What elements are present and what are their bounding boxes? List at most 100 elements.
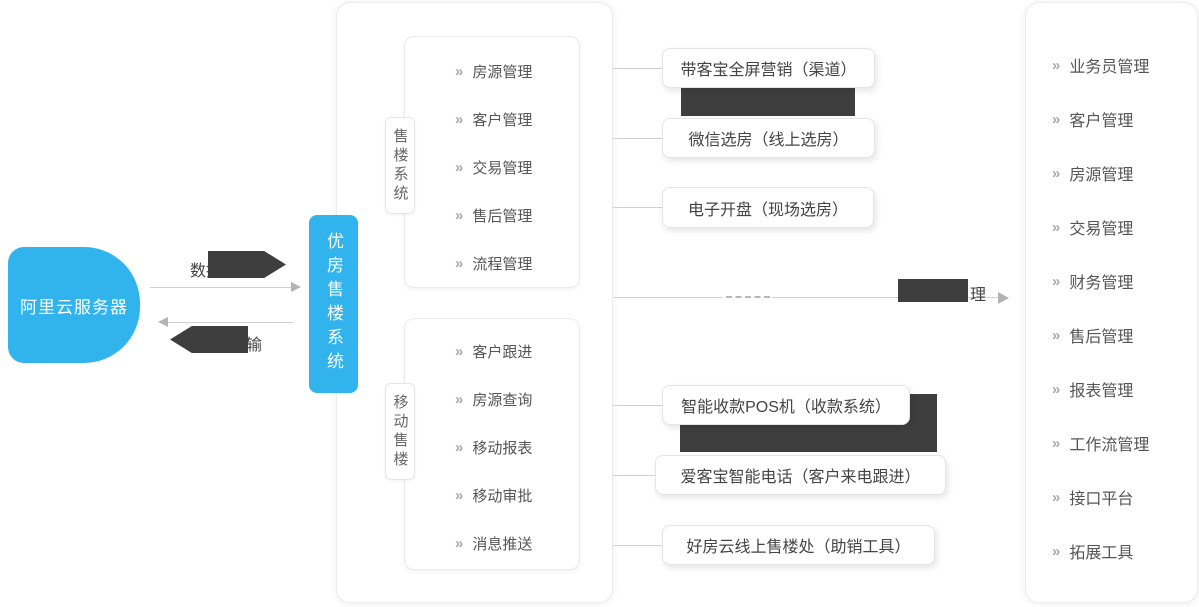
flow-line-dashed xyxy=(726,296,770,298)
chevron-icon: » xyxy=(1052,542,1061,560)
management-item-label: 客户管理 xyxy=(1069,113,1134,130)
feature-item: » 移动报表 xyxy=(455,437,532,458)
management-item: » 接口平台 xyxy=(1052,485,1133,509)
feature-item-label: 售后管理 xyxy=(472,208,533,225)
flow-line xyxy=(772,297,1000,298)
management-item: » 房源管理 xyxy=(1052,161,1133,185)
management-item: » 财务管理 xyxy=(1052,269,1133,293)
feature-item: » 售后管理 xyxy=(455,205,532,226)
feature-item: » 交易管理 xyxy=(455,157,532,178)
feature-item: » 客户跟进 xyxy=(455,341,532,362)
core-system-title: 优房售楼系统 xyxy=(309,215,358,393)
data-transfer-dark-arrow xyxy=(170,326,248,353)
connector-line xyxy=(613,207,662,208)
sales-system-group-label-text: 售楼系统 xyxy=(391,127,409,204)
flow-label: 理 xyxy=(970,287,987,304)
connector-line xyxy=(613,68,662,69)
connector-line xyxy=(613,545,662,546)
mobile-sales-group-label-text: 移动售楼 xyxy=(391,393,409,470)
chevron-icon: » xyxy=(455,535,464,552)
wechat-selection-label: 微信选房（线上选房） xyxy=(688,132,849,149)
flow-arrow-head-icon xyxy=(998,292,1009,304)
chevron-icon: » xyxy=(1052,380,1061,398)
arrow-left-head-icon xyxy=(158,317,168,327)
management-item-label: 工作流管理 xyxy=(1069,437,1150,454)
cloud-server-box: 阿里云服务器 xyxy=(8,247,140,363)
feature-item: » 房源查询 xyxy=(455,389,532,410)
chevron-icon: » xyxy=(455,439,464,456)
feature-item-label: 流程管理 xyxy=(472,256,533,273)
feature-item-label: 交易管理 xyxy=(472,160,533,177)
chevron-icon: » xyxy=(455,487,464,504)
management-panel: » 业务员管理 » 客户管理 » 房源管理 » 交易管理 » 财务管理 » 售后… xyxy=(1025,2,1198,603)
management-item: » 工作流管理 xyxy=(1052,431,1149,455)
chevron-icon: » xyxy=(1052,488,1061,506)
management-item-label: 业务员管理 xyxy=(1069,59,1150,76)
mobile-sales-group-label: 移动售楼 xyxy=(385,383,415,480)
feature-item-label: 移动审批 xyxy=(472,488,533,505)
management-item: » 业务员管理 xyxy=(1052,53,1149,77)
management-item: » 售后管理 xyxy=(1052,323,1133,347)
chevron-icon: » xyxy=(1052,272,1061,290)
management-item-label: 交易管理 xyxy=(1069,221,1134,238)
connector-line xyxy=(613,138,662,139)
feature-item: » 客户管理 xyxy=(455,109,532,130)
chevron-icon: » xyxy=(1052,56,1061,74)
chevron-icon: » xyxy=(455,343,464,360)
feature-item-label: 房源管理 xyxy=(472,64,533,81)
management-item-label: 报表管理 xyxy=(1069,383,1134,400)
sales-system-group: » 房源管理 » 客户管理 » 交易管理 » 售后管理 » 流程管理 xyxy=(404,36,580,288)
dark-bar xyxy=(898,279,968,302)
e-opening-label: 电子开盘（现场选房） xyxy=(687,201,848,219)
management-item: » 客户管理 xyxy=(1052,107,1133,131)
data-transfer-line xyxy=(168,322,293,323)
online-sales-office-label: 好房云线上售楼处（助销工具） xyxy=(686,539,911,556)
core-system-title-text: 优房售楼系统 xyxy=(324,232,343,376)
data-backup-line xyxy=(150,287,292,288)
chevron-icon: » xyxy=(455,207,464,224)
chevron-icon: » xyxy=(455,391,464,408)
chevron-icon: » xyxy=(455,111,464,128)
chevron-icon: » xyxy=(455,63,464,80)
management-item-label: 财务管理 xyxy=(1069,275,1134,292)
feature-item-label: 移动报表 xyxy=(472,440,533,457)
smart-phone-box: 爱客宝智能电话（客户来电跟进） xyxy=(655,455,946,495)
mobile-sales-group: » 客户跟进 » 房源查询 » 移动报表 » 移动审批 » 消息推送 xyxy=(404,318,580,570)
feature-item: » 移动审批 xyxy=(455,485,532,506)
feature-item-label: 客户跟进 xyxy=(472,344,533,361)
chevron-icon: » xyxy=(1052,218,1061,236)
smart-phone-label: 爱客宝智能电话（客户来电跟进） xyxy=(680,469,921,486)
sales-system-group-label: 售楼系统 xyxy=(385,117,415,214)
management-item-label: 房源管理 xyxy=(1069,167,1134,184)
management-item-label: 接口平台 xyxy=(1069,491,1134,508)
data-backup-dark-arrow xyxy=(208,251,286,278)
management-item: » 交易管理 xyxy=(1052,215,1133,239)
flow-line xyxy=(614,297,722,298)
cloud-server-label: 阿里云服务器 xyxy=(20,297,128,317)
chevron-icon: » xyxy=(1052,110,1061,128)
online-sales-office-box: 好房云线上售楼处（助销工具） xyxy=(662,525,935,565)
connector-line xyxy=(613,405,662,406)
chevron-icon: » xyxy=(1052,326,1061,344)
feature-item: » 消息推送 xyxy=(455,533,532,554)
pos-system-box: 智能收款POS机（收款系统） xyxy=(662,385,910,425)
channel-marketing-label: 带客宝全屏营销（渠道） xyxy=(680,62,857,79)
feature-item-label: 客户管理 xyxy=(472,112,533,129)
dark-bar xyxy=(681,88,855,116)
pos-system-label: 智能收款POS机（收款系统） xyxy=(681,399,891,416)
management-item: » 报表管理 xyxy=(1052,377,1133,401)
chevron-icon: » xyxy=(455,159,464,176)
management-item-label: 售后管理 xyxy=(1069,329,1134,346)
feature-item-label: 消息推送 xyxy=(472,536,533,553)
management-item-label: 拓展工具 xyxy=(1069,545,1134,562)
e-opening-box: 电子开盘（现场选房） xyxy=(662,187,874,228)
chevron-icon: » xyxy=(1052,164,1061,182)
feature-item: » 流程管理 xyxy=(455,253,532,274)
management-item: » 拓展工具 xyxy=(1052,539,1133,563)
feature-item-label: 房源查询 xyxy=(472,392,533,409)
wechat-selection-box: 微信选房（线上选房） xyxy=(662,118,875,158)
connector-line xyxy=(613,475,655,476)
channel-marketing-box: 带客宝全屏营销（渠道） xyxy=(662,48,875,88)
arrow-right-head-icon xyxy=(291,282,301,292)
